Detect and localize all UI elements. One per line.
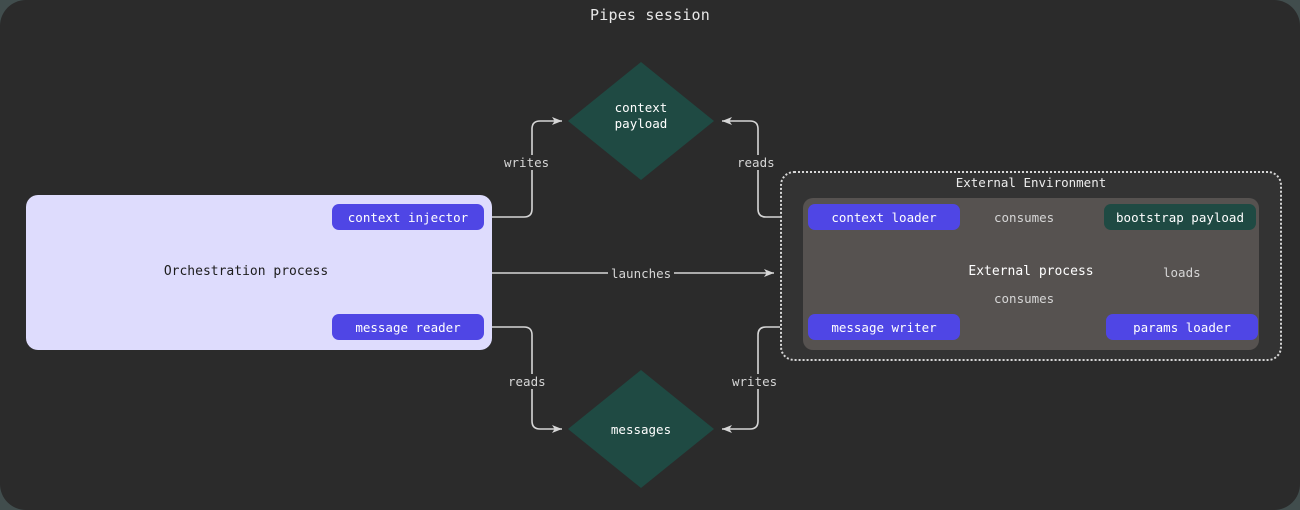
edge-label-consumes-bootstrap: consumes [991,210,1058,225]
external-environment-title: External Environment [955,175,1107,190]
orchestration-process-title: Orchestration process [163,264,329,279]
edge-label-writes-context-payload: writes [501,155,553,170]
context-payload-diamond [568,62,714,180]
messages-diamond [568,370,714,488]
edge-label-loads-bootstrap: loads [1160,265,1204,280]
node-bootstrap-payload[interactable]: bootstrap payload [1104,204,1256,230]
node-message-writer[interactable]: message writer [808,314,960,340]
node-params-loader[interactable]: params loader [1106,314,1258,340]
edge-label-reads-messages: reads [505,374,549,389]
edge-label-consumes-bootstrap-from-writer: consumes [991,291,1058,306]
node-context-loader[interactable]: context loader [808,204,960,230]
edge-label-writes-messages: writes [729,374,781,389]
page-title: Pipes session [590,6,710,24]
edge-label-reads-context-payload: reads [734,155,778,170]
node-context-injector[interactable]: context injector [332,204,484,230]
edge-label-launches: launches [608,266,675,281]
node-message-reader[interactable]: message reader [332,314,484,340]
external-process-title: External process [968,264,1094,279]
